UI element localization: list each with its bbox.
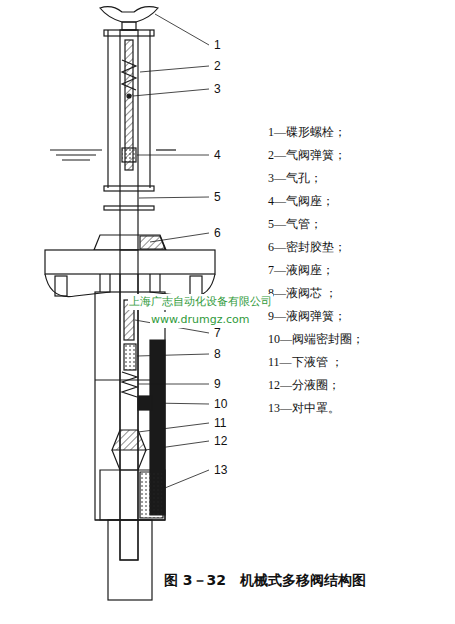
callout-number: 11 — [214, 415, 226, 431]
valve-outline-part — [122, 372, 137, 397]
leader-lines-part — [140, 66, 209, 72]
part-list-item: 3—气孔； — [268, 170, 322, 186]
valve-outline-part — [140, 236, 165, 249]
valve-outline-part — [104, 186, 154, 191]
leader-lines-part — [155, 14, 209, 45]
callout-number: 1 — [214, 37, 221, 53]
valve-outline-part — [50, 150, 102, 160]
watermark: 上海广志自动化设备有限公司 — [128, 294, 273, 310]
part-list-item: 2—气阀弹簧； — [268, 147, 346, 163]
leader-lines-part — [137, 354, 209, 356]
part-list-item: 11—下液管 ； — [268, 354, 343, 370]
callout-number: 9 — [214, 376, 221, 392]
callout-number: 4 — [214, 147, 221, 163]
leader-lines-part — [137, 155, 209, 156]
valve-outline-part — [108, 520, 152, 600]
part-list-item: 10—阀端密封圈； — [268, 331, 364, 347]
valve-outline-part — [55, 276, 67, 296]
leader-lines-part — [160, 470, 209, 490]
leader-lines — [133, 14, 209, 490]
callout-number: 6 — [214, 225, 221, 241]
valve-outline-part — [140, 472, 163, 518]
callout-number: 12 — [214, 433, 227, 449]
valve-outline-part — [124, 344, 136, 370]
leader-lines-part — [133, 89, 209, 96]
part-list-item: 8—液阀芯 ； — [268, 285, 337, 301]
part-list-item: 9—液阀弹簧； — [268, 308, 346, 324]
leader-lines-part — [152, 403, 209, 404]
valve-outline-part — [99, 274, 100, 292]
valve-outline-part — [45, 274, 110, 297]
valve-outline-part — [149, 30, 150, 188]
part-list-item: 1—碟形螺栓； — [268, 124, 346, 140]
valve-outline-part — [100, 7, 158, 22]
valve-outline-part — [104, 30, 154, 36]
valve-outline-part — [127, 94, 131, 98]
valve-outline-part — [156, 149, 176, 150]
callout-number: 5 — [214, 189, 221, 205]
callout-number: 13 — [214, 462, 227, 478]
valve-outline-part — [190, 276, 202, 296]
valve-outline-part — [159, 274, 160, 292]
valve-outline-part — [122, 22, 136, 30]
callout-number: 3 — [214, 81, 221, 97]
leader-lines-part — [139, 197, 209, 198]
callout-number: 10 — [214, 396, 227, 412]
valve-outline-part — [104, 206, 154, 210]
valve-outline-part — [94, 235, 166, 250]
watermark: www.drumgz.com — [150, 312, 250, 328]
leader-lines-part — [145, 441, 209, 450]
part-list-item: 7—液阀座； — [268, 262, 334, 278]
part-list-item: 13—对中罩。 — [268, 400, 340, 416]
valve-outline-part — [112, 450, 146, 470]
leader-lines-part — [150, 233, 209, 242]
callout-number: 2 — [214, 58, 221, 74]
valve-outline-part — [100, 470, 165, 520]
part-list-item: 6—密封胶垫； — [268, 239, 346, 255]
figure-caption: 图 3－32 机械式多移阀结构图 — [164, 572, 366, 590]
leader-lines-part — [138, 423, 209, 432]
valve-outline-part — [112, 430, 146, 450]
part-list-item: 5—气管； — [268, 216, 322, 232]
callout-number: 8 — [214, 346, 221, 362]
part-list-item: 4—气阀座； — [268, 193, 334, 209]
part-list-item: 12—分液圈； — [268, 377, 340, 393]
valve-outline-part — [45, 250, 215, 274]
leader-lines-part — [138, 384, 209, 385]
valve-outline-part — [95, 519, 165, 520]
valve-outline-part — [107, 30, 108, 188]
valve-outline-part — [138, 396, 152, 410]
valve-outline-part — [122, 60, 136, 90]
valve-outline-part — [122, 148, 136, 162]
